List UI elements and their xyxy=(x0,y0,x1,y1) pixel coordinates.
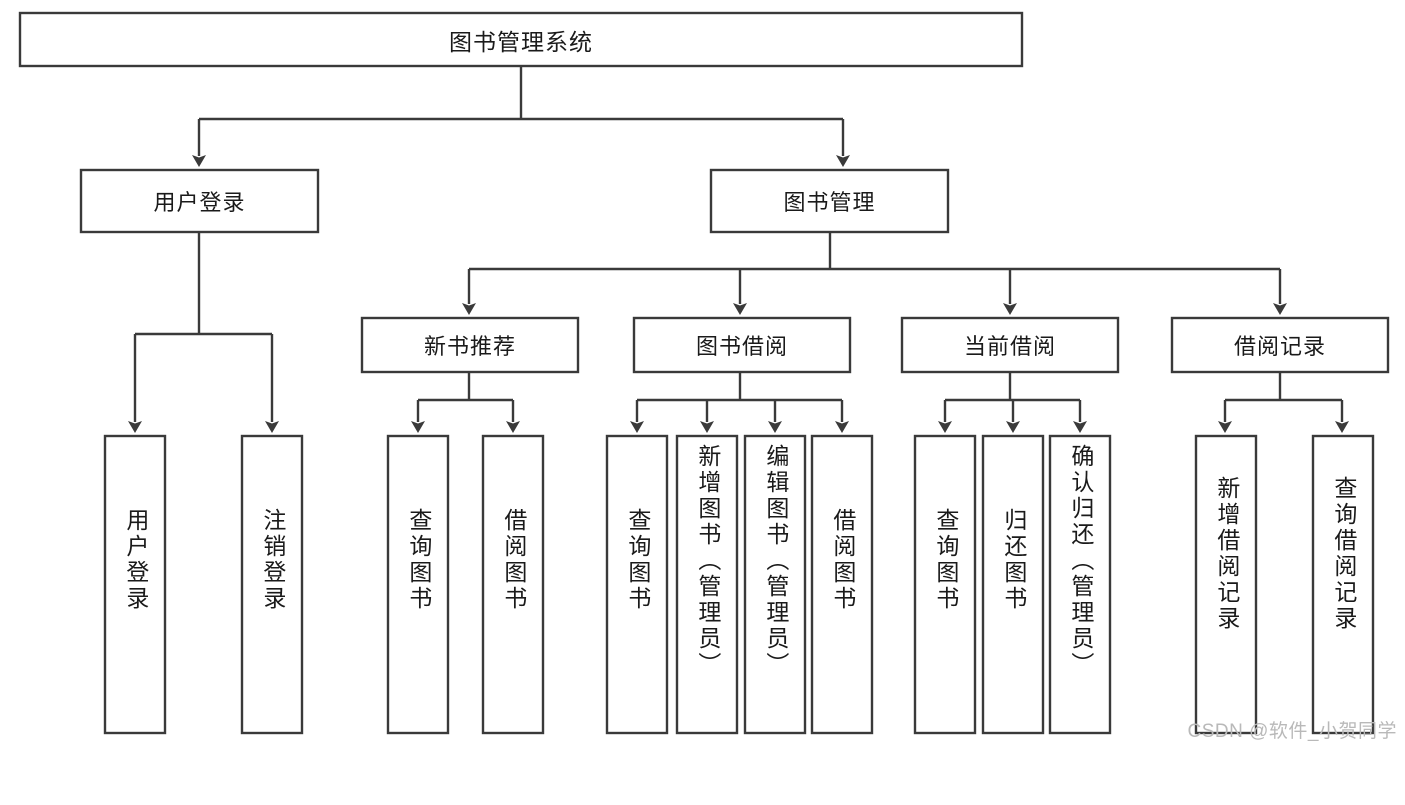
node-borrow-record[interactable] xyxy=(1170,316,1390,374)
node-book-borrow[interactable] xyxy=(632,316,852,374)
leaf-box[interactable] xyxy=(981,434,1045,735)
node-new-book-recommend[interactable] xyxy=(360,316,580,374)
leaf-box[interactable] xyxy=(1194,434,1258,735)
diagram-canvas xyxy=(18,11,1390,735)
node-user-login[interactable] xyxy=(79,168,320,234)
connector-bookmgmt-to-level3 xyxy=(462,232,1287,315)
leaf-box[interactable] xyxy=(481,434,545,735)
leaf-box[interactable] xyxy=(743,434,807,735)
connector-newbook-to-leaves xyxy=(411,372,520,433)
connector-userlogin-to-leaves xyxy=(128,232,279,433)
csdn-watermark: CSDN @软件_小贺同学 xyxy=(1187,721,1397,742)
leaf-box[interactable] xyxy=(1048,434,1112,735)
connector-root-to-level2 xyxy=(192,66,850,167)
leaf-box[interactable] xyxy=(240,434,304,735)
leaf-box[interactable] xyxy=(913,434,977,735)
leaf-box[interactable] xyxy=(103,434,167,735)
leaf-box[interactable] xyxy=(605,434,669,735)
leaf-box[interactable] xyxy=(386,434,450,735)
node-book-management[interactable] xyxy=(709,168,950,234)
node-current-borrow[interactable] xyxy=(900,316,1120,374)
leaf-box[interactable] xyxy=(810,434,874,735)
connector-bookborrow-to-leaves xyxy=(630,372,849,433)
leaf-box[interactable] xyxy=(1311,434,1375,735)
connector-borrowrecord-to-leaves xyxy=(1218,372,1349,433)
connector-currentborrow-to-leaves xyxy=(938,372,1087,433)
book-management-system-diagram: 图书管理系统 用户登录 图书管理 新书推荐 图书借阅 当前借阅 借阅记录 用户登… xyxy=(18,11,1397,742)
node-root[interactable] xyxy=(18,11,1024,68)
leaf-box[interactable] xyxy=(675,434,739,735)
